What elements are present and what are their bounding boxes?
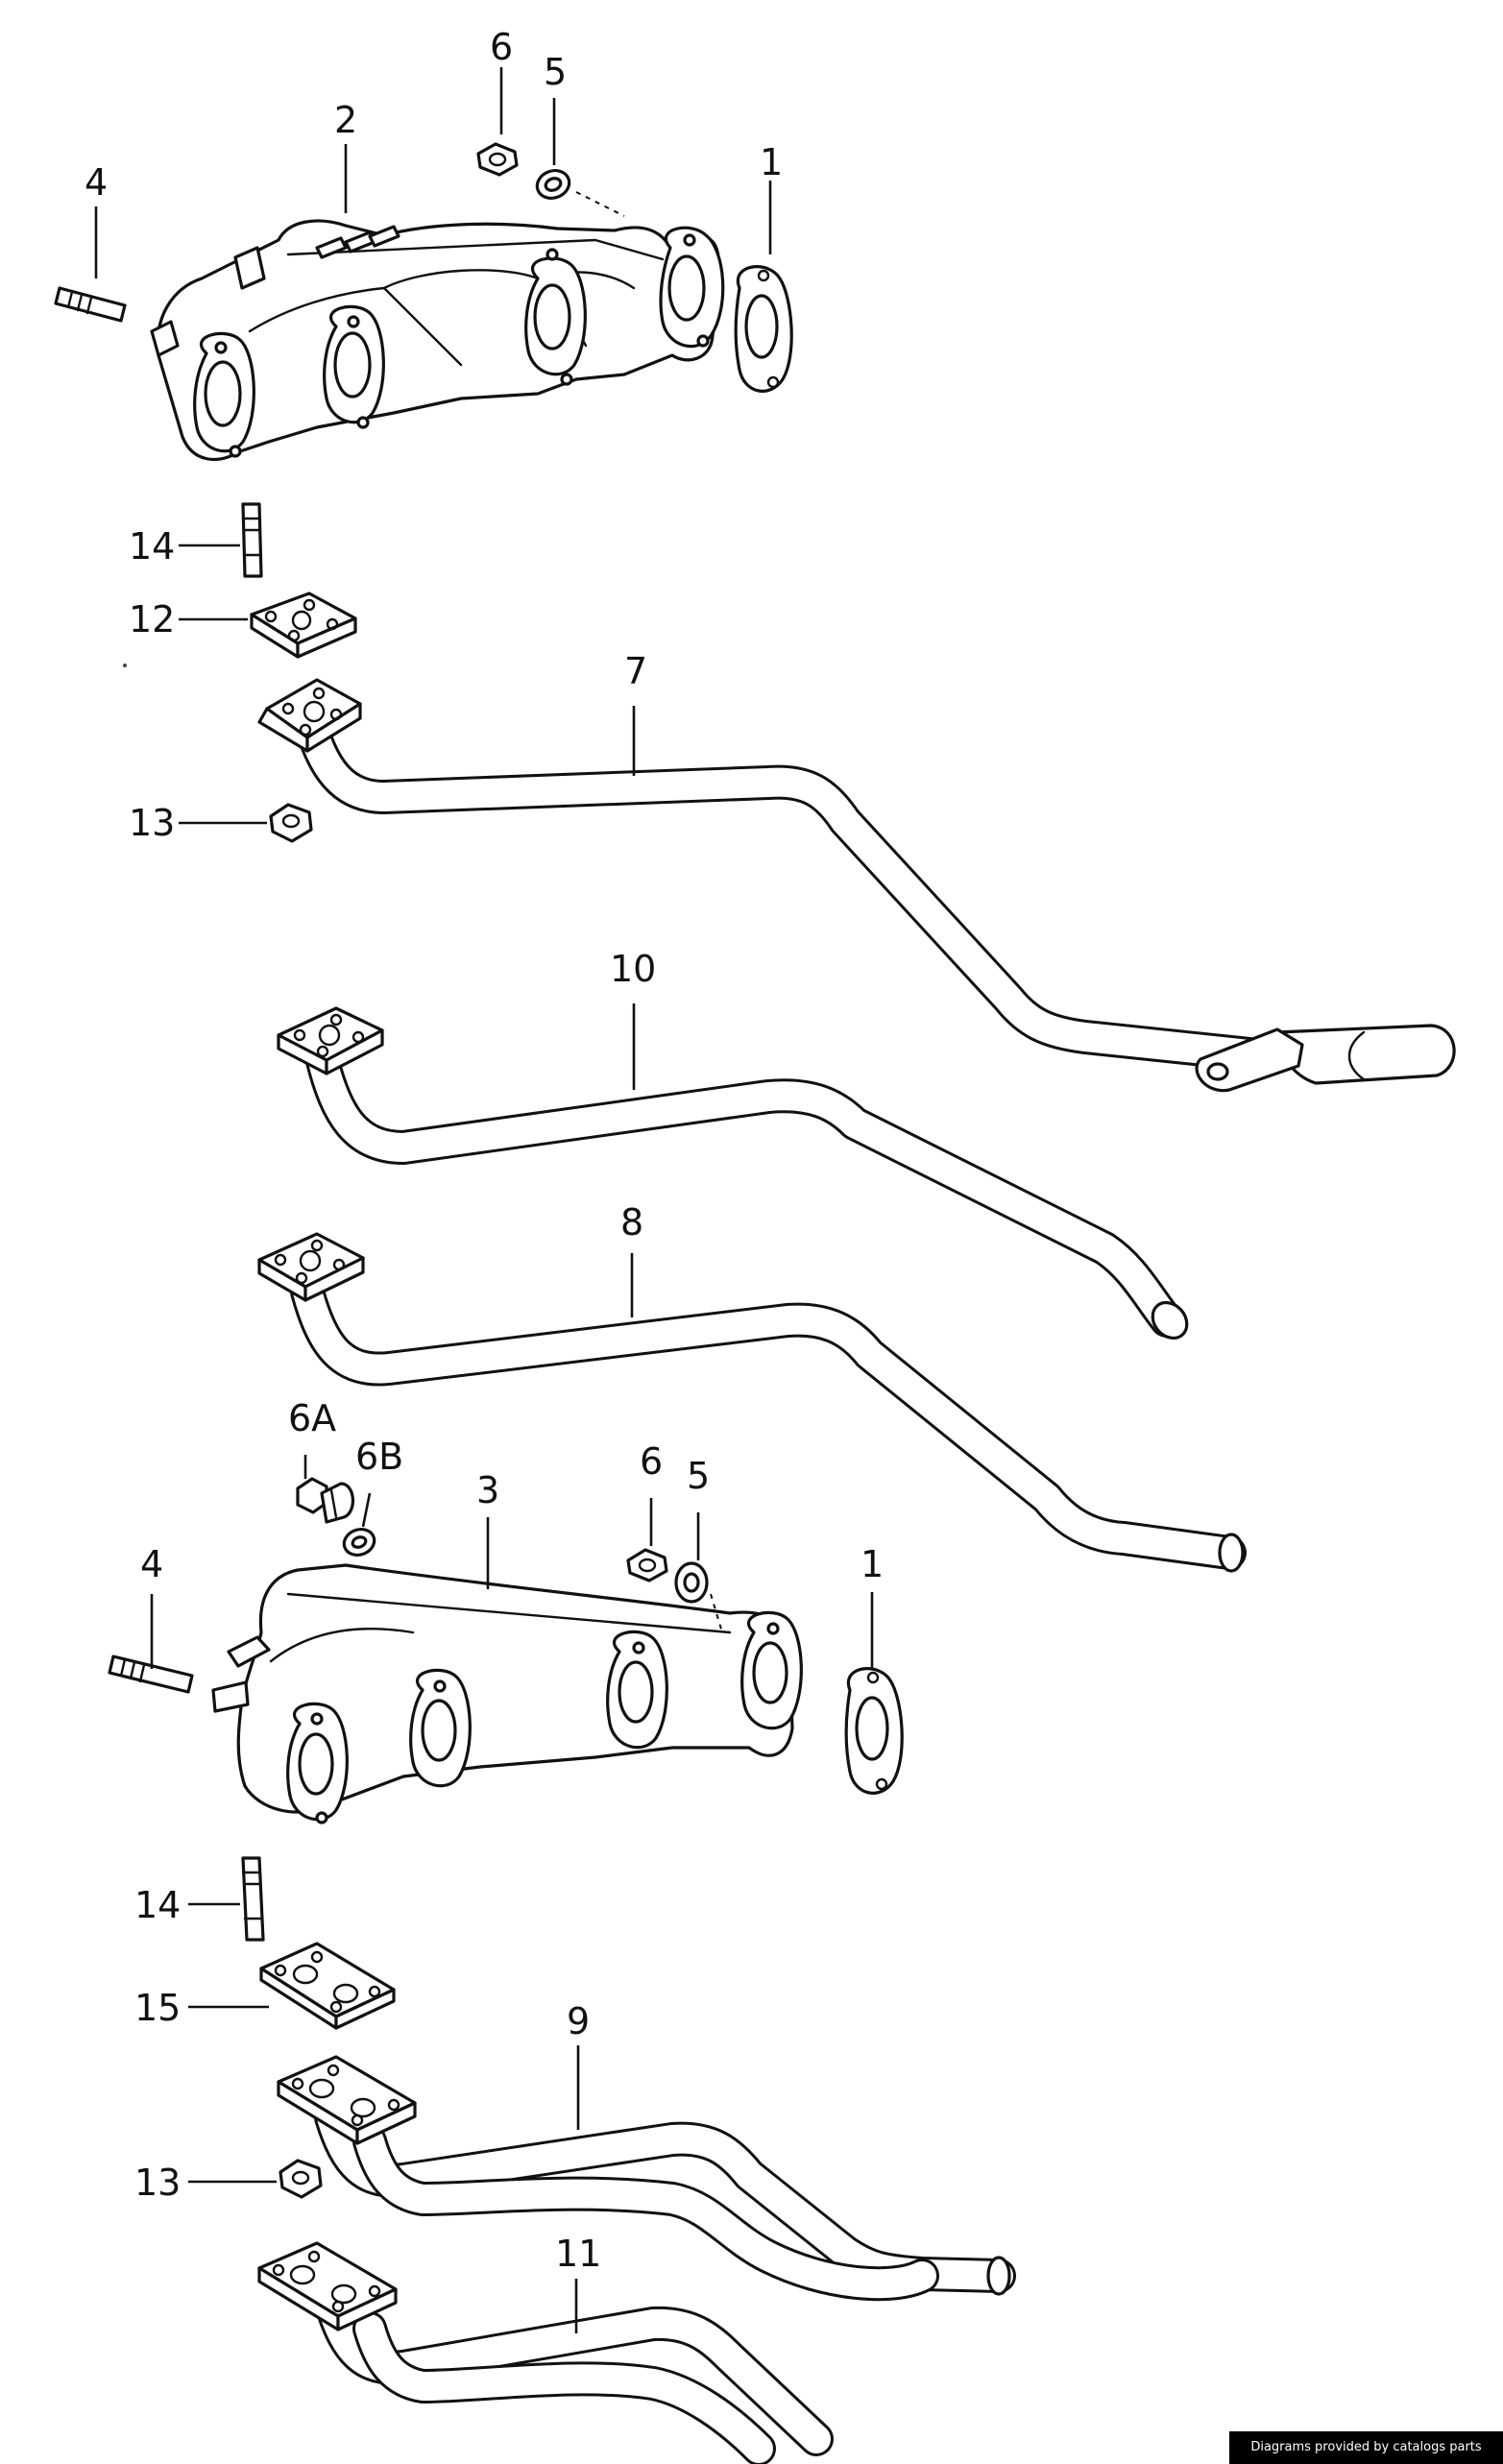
- gasket-12: [250, 592, 357, 659]
- callout-6-bottom: 6: [640, 1440, 663, 1483]
- callout-13-bottom: 13: [134, 2162, 181, 2204]
- callout-6b: 6B: [355, 1436, 403, 1478]
- exhaust-pipe-7: [257, 678, 1456, 1093]
- callout-7: 7: [624, 650, 647, 692]
- stud-4-top: [54, 286, 127, 323]
- nut-13-bottom: [279, 2159, 323, 2199]
- stud-14-top: [241, 502, 263, 578]
- exhaust-pipe-11: [257, 2241, 834, 2464]
- exhaust-manifold-3: [211, 1563, 803, 1824]
- washer-6b: [342, 1528, 376, 1557]
- stud-14-bottom: [241, 1856, 265, 1942]
- exhaust-pipe-8: [257, 1232, 1247, 1573]
- callout-14-bottom: 14: [134, 1884, 181, 1926]
- exhaust-pipe-9: [277, 2055, 1016, 2302]
- callout-6a: 6A: [288, 1397, 336, 1439]
- callout-5-top: 5: [544, 51, 567, 93]
- callout-12: 12: [129, 598, 175, 640]
- callout-14-top: 14: [129, 525, 175, 568]
- callout-1-bottom: 1: [861, 1543, 884, 1585]
- gasket-1-bottom: [844, 1667, 904, 1795]
- callout-10: 10: [610, 948, 656, 990]
- callout-9: 9: [567, 2000, 590, 2042]
- callout-8: 8: [620, 1201, 643, 1244]
- callout-6-top: 6: [490, 26, 513, 68]
- callout-4-top: 4: [85, 161, 108, 204]
- gasket-15: [259, 1942, 396, 2030]
- callout-15: 15: [134, 1987, 181, 2029]
- exhaust-manifold-2: [150, 219, 725, 461]
- callout-4-bottom: 4: [140, 1543, 163, 1585]
- exhaust-pipe-10: [277, 1006, 1189, 1341]
- nut-6-bottom: [626, 1548, 668, 1582]
- callout-3: 3: [476, 1469, 499, 1511]
- callout-13-top: 13: [129, 802, 175, 844]
- scan-speck: [123, 664, 127, 667]
- callout-11: 11: [555, 2233, 601, 2275]
- nut-6-top: [476, 142, 519, 177]
- plug-6a: [296, 1477, 354, 1524]
- leader-lines: [94, 67, 874, 2333]
- washer-5-bottom: [674, 1561, 709, 1604]
- callout-1-top: 1: [760, 141, 783, 183]
- diagram-credit-banner: Diagrams provided by catalogs parts: [1229, 2431, 1503, 2464]
- gasket-1-top: [734, 265, 793, 393]
- callout-2: 2: [334, 99, 357, 141]
- washer-5-top: [535, 169, 571, 200]
- nut-13-top: [269, 803, 313, 843]
- stud-4-bottom: [108, 1655, 194, 1694]
- callout-labels: 6 5 2 4 1 14 12 7 13 10 8 6A 6B 3 6 5 1 …: [85, 26, 884, 2275]
- callout-5-bottom: 5: [687, 1455, 710, 1497]
